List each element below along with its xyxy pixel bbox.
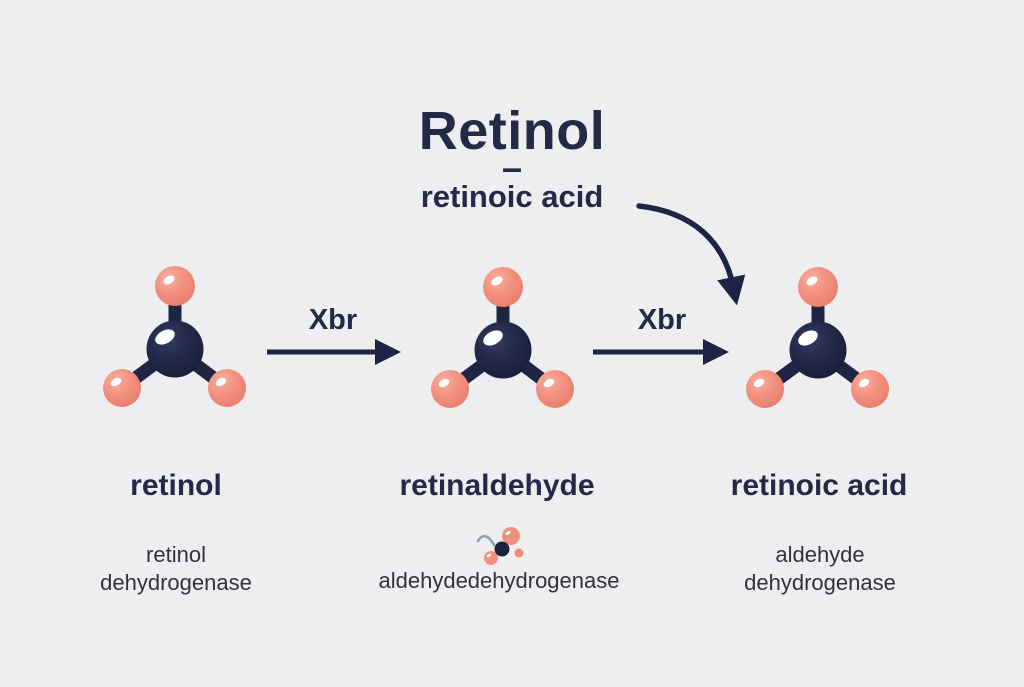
page-title: Retinol	[418, 101, 606, 161]
compound-label-retinol: retinol	[130, 469, 222, 502]
arrow2-label: Xbr	[637, 304, 687, 336]
molecule-icon-retinol	[103, 266, 246, 407]
enzyme-label-retinol-dehydrogenase: retinol dehydrogenase	[100, 542, 252, 595]
small-enzyme-molecule-icon	[476, 527, 524, 565]
enzyme-label-aldehyde-dehydrogenase: aldehyde dehydrogenase	[744, 542, 896, 595]
compound-label-retinaldehyde: retinaldehyde	[399, 469, 595, 502]
compound-label-retinoic-acid: retinoic acid	[730, 469, 908, 502]
arrow1-label: Xbr	[308, 304, 358, 336]
enzyme-label-aldehydedehydrogenase: aldehydedehydrogenase	[378, 568, 620, 593]
page-subtitle: retinoic acid	[420, 179, 604, 214]
molecule-icon-retinaldehyde	[431, 267, 574, 408]
curved-down-arrow-icon	[636, 203, 746, 306]
title-separator: –	[501, 147, 523, 188]
molecule-icon-retinoic-acid	[746, 267, 889, 408]
